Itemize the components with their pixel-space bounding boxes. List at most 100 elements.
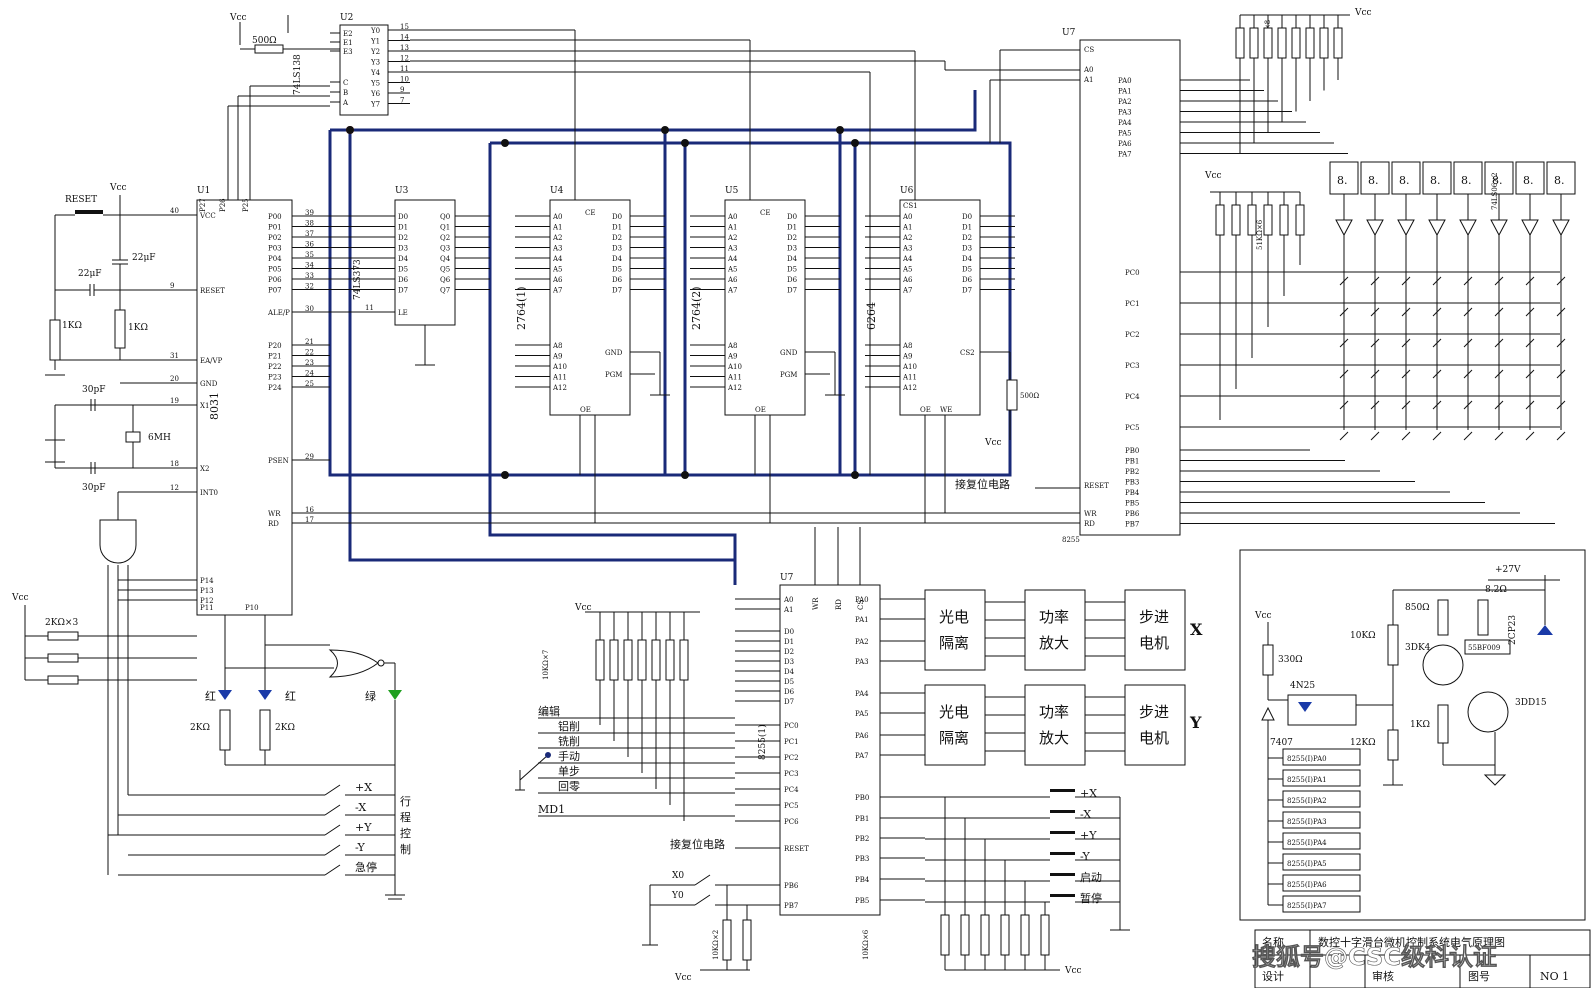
limit-2: +Y [355, 821, 372, 834]
u6-pin-A4: A4 [902, 255, 913, 263]
block-1-0-b: 隔离 [939, 729, 969, 747]
u2-num-2: 13 [400, 44, 409, 52]
u3-pin-D1: D1 [398, 224, 408, 232]
u5-pin-D3: D3 [787, 245, 797, 253]
u3-pin-Q7: Q7 [440, 287, 450, 295]
u1-pin-GND: GND [200, 380, 218, 388]
opto-label: 4N25 [1290, 681, 1315, 691]
drv-in-0: 8255(I)PA0 [1287, 755, 1327, 763]
u7-D2: D2 [784, 648, 794, 656]
r2k3-label: 2KΩ×3 [45, 618, 78, 628]
u6-pin-A9: A9 [902, 353, 913, 361]
pb-3: -Y [1080, 850, 1091, 863]
u8-PA0: PA0 [1118, 77, 1132, 85]
u7-PC4: PC4 [784, 786, 799, 794]
u5-pin-D4: D4 [787, 255, 798, 263]
u5-pin-A12: A12 [727, 384, 742, 392]
u4-pin-A4: A4 [552, 255, 563, 263]
vcc-u2: Vcc [229, 13, 247, 23]
u7-PA0: PA0 [855, 596, 869, 604]
u5-pin-D0: D0 [787, 213, 797, 221]
drv-in-6: 8255(I)PA6 [1287, 881, 1327, 889]
led-red-1-label: 红 [205, 690, 216, 703]
r2k-array: Vcc 2KΩ×3 [11, 593, 197, 685]
block-1-0-a: 光电 [939, 703, 969, 721]
u7-top-RD: RD [835, 599, 843, 610]
u1-pin-WR: WR [268, 510, 281, 518]
u7-PB4: PB4 [855, 876, 870, 884]
u7-PA1: PA1 [855, 616, 869, 624]
r500-u2: 500Ω [252, 36, 277, 46]
u7-A0: A0 [783, 596, 794, 604]
block-1-1-b: 放大 [1039, 729, 1069, 747]
reset-button-label: RESET [65, 195, 97, 205]
chip-u4: U42764(1)A0A1A2A3A4A5A6A7A8A9A10A11A12D0… [515, 186, 670, 523]
u1-pin-P21: P21 [268, 353, 282, 361]
diode-label: 2CP23 [1508, 615, 1518, 645]
u1-rnum-14: 29 [305, 453, 314, 461]
u1-num-6: 12 [170, 484, 179, 492]
bus-junctions [346, 126, 859, 479]
u5-oe: OE [755, 406, 766, 414]
digit-2: 8. [1399, 174, 1410, 187]
u6-pin-A1: A1 [902, 224, 913, 232]
u4-pin-A10: A10 [552, 363, 567, 371]
drv-in-7: 8255(I)PA7 [1287, 902, 1327, 910]
u5-pin-A10: A10 [727, 363, 742, 371]
r12k: 12KΩ [1350, 738, 1376, 748]
u1-pin-P26: P26 [219, 198, 227, 212]
u1-pin-P23: P23 [268, 374, 282, 382]
u3-pin-Q5: Q5 [440, 266, 450, 274]
u1-pin-P14: P14 [200, 577, 214, 585]
block-0-1-a: 功率 [1039, 608, 1069, 626]
u6-pin-A7: A7 [902, 287, 913, 295]
u8-part: 8255 [1062, 536, 1080, 544]
u1-rnum-8: 30 [305, 305, 314, 313]
u8-PC3: PC3 [1125, 362, 1140, 370]
u7-PB1: PB1 [855, 815, 869, 823]
u4-gnd: GND [605, 349, 623, 357]
u1-num-3: 20 [170, 375, 179, 383]
block-0-0-b: 隔离 [939, 634, 969, 652]
u4-pin-A6: A6 [552, 276, 563, 284]
u7-PC1: PC1 [784, 738, 799, 746]
u7-part: 8255(1) [757, 724, 768, 760]
u8-PC1: PC1 [1125, 300, 1140, 308]
u5-pin-D1: D1 [787, 224, 797, 232]
u1-num-5: 18 [170, 460, 179, 468]
u2-pin-Y7: Y7 [370, 101, 380, 109]
drv-in-2: 8255(I)PA2 [1287, 797, 1327, 805]
u2-pin-Y2: Y2 [370, 48, 380, 56]
u5-pin-A4: A4 [727, 255, 738, 263]
u2-num-0: 15 [400, 23, 409, 31]
u8-PB3: PB3 [1125, 479, 1139, 487]
u1-pin-P07: P07 [268, 287, 282, 295]
chip-u1: U1 8031 VCC40RESET9EA/VP31GND20X119X218I… [118, 186, 1080, 616]
u1-pin-P01: P01 [268, 224, 282, 232]
u2-num-1: 14 [400, 34, 409, 42]
u6-pin-A8: A8 [902, 342, 913, 350]
chip-u7: U7 8255(1) A0A1D0D1D2D3D4D5D6D7PC0PC1PC2… [670, 527, 925, 916]
title-review-label: 审核 [1372, 969, 1394, 983]
r500b: 500Ω [1020, 392, 1039, 400]
u5-pin-A8: A8 [727, 342, 738, 350]
u7-PA5: PA5 [855, 710, 869, 718]
u2-pin-B: B [343, 89, 348, 97]
u6-oe: OE [920, 406, 931, 414]
u7-D0: D0 [784, 628, 794, 636]
u8-PB7: PB7 [1125, 521, 1139, 529]
v27: +27V [1495, 565, 1521, 575]
u1-pin-X1: X1 [200, 402, 209, 410]
u1-pin-p10: P10 [245, 604, 259, 612]
r10k7-label: 10KΩ×7 [542, 650, 550, 680]
travel-2: 控 [400, 826, 411, 840]
u4-pin-D2: D2 [612, 234, 622, 242]
c30pf-b: 30pF [82, 483, 105, 493]
u4-pin-D6: D6 [612, 276, 623, 284]
drv-in-1: 8255(I)PA1 [1287, 776, 1327, 784]
reset-circuit-b: 接复位电路 [670, 837, 725, 851]
xtal-label: 6MH [148, 433, 171, 443]
